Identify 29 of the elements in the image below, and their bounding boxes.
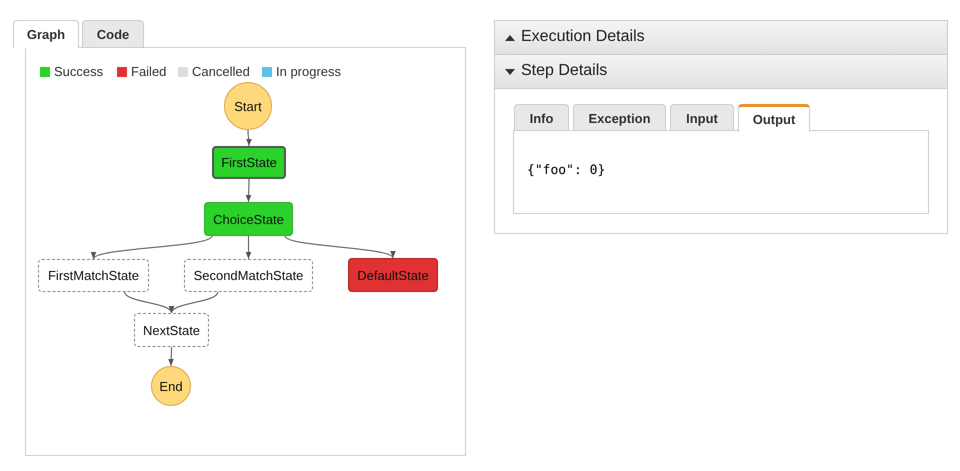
tab: Output [738, 104, 810, 132]
arrow [246, 130, 252, 146]
legend-label: Success [54, 64, 104, 79]
state-box: DefaultState [348, 258, 438, 292]
start-circle: Start [224, 82, 272, 130]
arrow [284, 236, 394, 258]
arrow [124, 292, 172, 314]
state-box: SecondMatchState [184, 259, 313, 292]
arrow [93, 236, 212, 260]
state-box: FirstState [212, 146, 286, 179]
state-box: NextState [134, 313, 209, 347]
code-text: {"foo": 0} [527, 163, 606, 178]
arrow [246, 178, 252, 202]
arrow [168, 346, 174, 366]
tab: Input [670, 104, 734, 131]
tab: Code [82, 20, 144, 47]
state-box: FirstMatchState [38, 259, 149, 292]
arrow [246, 236, 252, 260]
end-circle: End [151, 366, 191, 406]
section-title: Step Details [521, 62, 608, 80]
tab: Info [514, 104, 569, 131]
legend-label: Cancelled [192, 64, 250, 79]
state-box: ChoiceState [204, 202, 293, 236]
section-title: Execution Details [521, 28, 645, 46]
legend-label: In progress [276, 64, 342, 79]
tab: Exception [573, 104, 666, 131]
arrow [171, 292, 218, 314]
tab: Graph [13, 20, 79, 48]
legend-label: Failed [131, 64, 166, 79]
